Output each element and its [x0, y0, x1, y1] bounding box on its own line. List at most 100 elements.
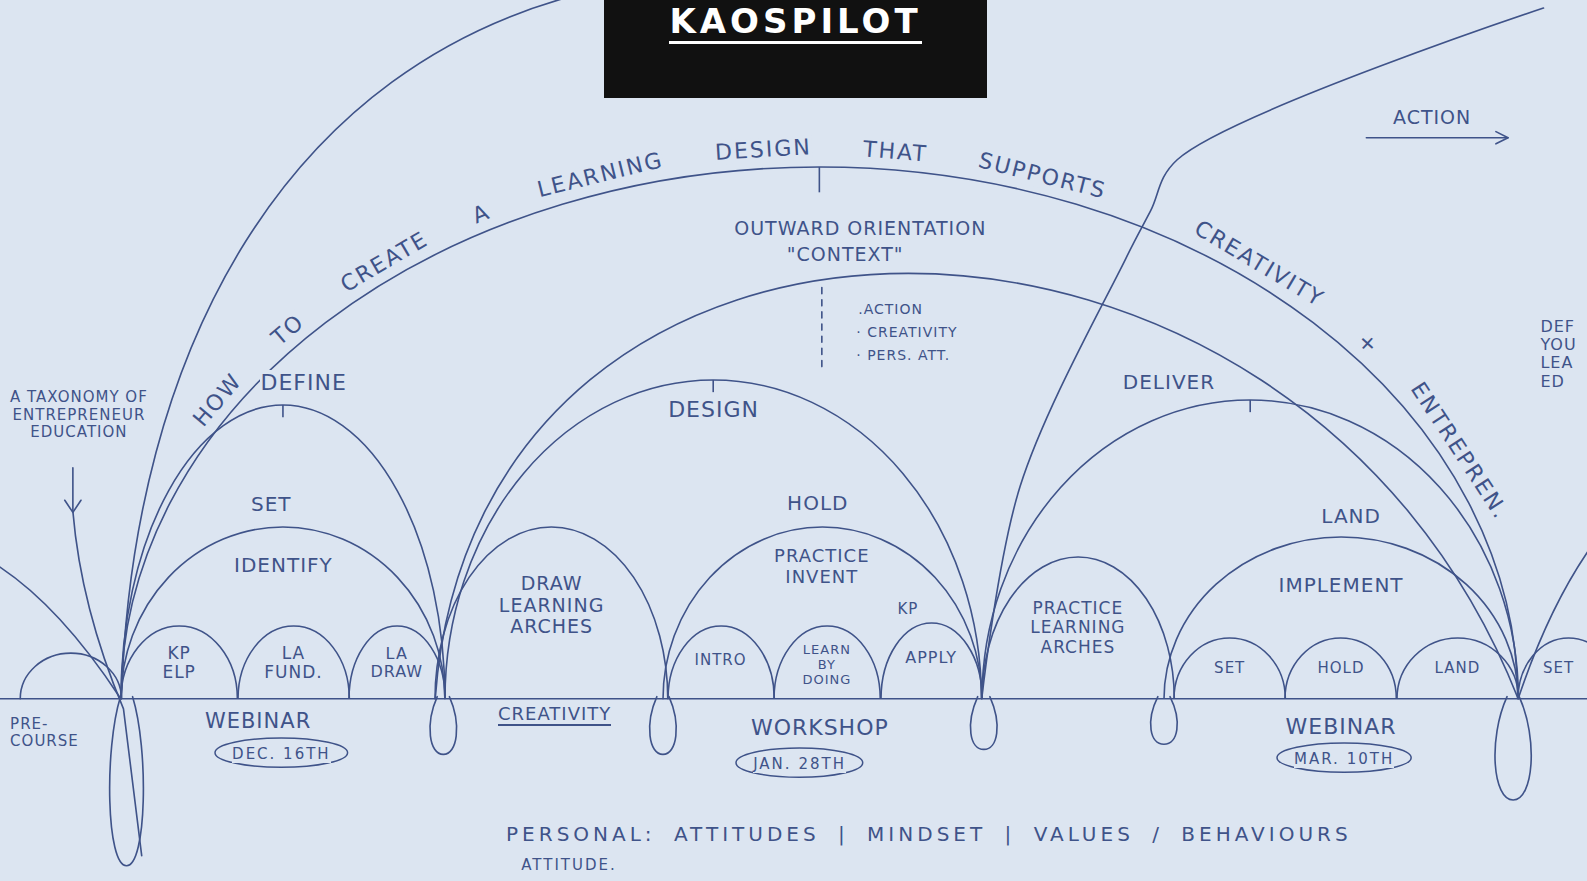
outgoing-arch [1518, 547, 1587, 699]
learning-arch: KP ELP [121, 626, 237, 699]
label-anchor: OUTWARD ORIENTATION [734, 218, 986, 240]
learning-arch: KP ELPLA FUND.LA DRAWSETIDENTIFYDEFINE [121, 405, 445, 699]
phase-name: PRE- COURSE [10, 716, 90, 751]
arch-label: PRACTICE INVENT [757, 546, 887, 587]
title-word: DESIGN [714, 136, 812, 166]
incoming-arch [0, 567, 119, 697]
label-anchor: PERSONAL: ATTITUDES | MINDSET | VALUES /… [506, 823, 1352, 846]
text-anchor: PRACTICE INVENT [757, 546, 887, 587]
bullet-item: .ACTION [858, 301, 923, 317]
learning-arch: HOLD [1285, 638, 1396, 699]
learning-arch: INTRO [668, 626, 774, 699]
arch-line [238, 626, 349, 699]
taxonomy-pointer [73, 468, 142, 856]
text-anchor: LEARN BY DOING [799, 643, 854, 688]
arch-line [435, 527, 668, 699]
arch-label: SET [1543, 660, 1574, 677]
session-name: WEBINAR [1286, 714, 1397, 739]
text-anchor: DELIVER [1123, 371, 1215, 394]
arch-label: DELIVER [1123, 371, 1215, 394]
context-note: "CONTEXT" [787, 244, 904, 266]
orientation-note: OUTWARD ORIENTATION [734, 218, 986, 240]
arch-line [982, 557, 1174, 699]
text-anchor: MAR. 10TH [1294, 749, 1394, 768]
arch-loop [430, 697, 457, 755]
oval-line [1277, 743, 1411, 772]
label-anchor: ATTITUDE. [521, 855, 617, 874]
learning-arch: LAND [1397, 638, 1518, 699]
text-anchor: JAN. 28TH [753, 754, 846, 773]
arch-line [774, 626, 880, 699]
arch-label: LA FUND. [259, 644, 329, 683]
learning-arch: SET [1174, 638, 1285, 699]
label-anchor: · CREATIVITY [856, 322, 957, 341]
arch-line [445, 380, 981, 699]
learning-arch: SETHOLDLANDLANDIMPLEMENT [1164, 537, 1518, 699]
next-phase-note: DEF YOU LEA ED [1540, 318, 1587, 392]
logo-box: KAOSPILOT [604, 0, 987, 98]
arch-line [121, 167, 1518, 699]
label-anchor: WEBINAR [205, 709, 311, 733]
date-oval: JAN. 28TH [735, 747, 864, 778]
title-word: LEARNING [535, 148, 666, 202]
title-word: A [469, 199, 494, 228]
arch-line [1518, 638, 1587, 699]
learning-arch: LA DRAW [349, 626, 445, 699]
learning-arch: PRACTICE LEARNING ARCHES [982, 557, 1174, 699]
title-word: + [1352, 329, 1383, 361]
title-word: ENTREPREN. [1406, 378, 1513, 524]
text-anchor: SET [1543, 658, 1574, 677]
text-anchor: DESIGN [668, 397, 759, 422]
arch-line [982, 400, 1518, 699]
taxonomy-arrowhead [65, 500, 81, 512]
text-anchor: LA FUND. [259, 644, 329, 683]
text-anchor: HOLD [787, 492, 848, 515]
arch-loop [1495, 697, 1531, 800]
arch-label: PRACTICE LEARNING ARCHES [1023, 599, 1133, 658]
label-anchor: ACTION [1393, 107, 1471, 129]
text-anchor: LAND [1321, 505, 1381, 528]
text-anchor: SET [251, 493, 292, 516]
date-text: MAR. 10TH [1294, 751, 1394, 768]
taxonomy-note: A TAXONOMY OF ENTREPRENEUR EDUCATION [9, 389, 149, 441]
arch-line [668, 626, 774, 699]
arch-loop [1151, 697, 1178, 745]
arch-tick [713, 380, 715, 392]
arch-line [1397, 638, 1518, 699]
arch-label: DEFINE [260, 370, 346, 395]
label-anchor: .ACTION [858, 299, 923, 318]
arch-label: LEARN BY DOING [799, 643, 854, 688]
date-oval: MAR. 10TH [1276, 742, 1412, 773]
action-note: ACTION [1393, 107, 1471, 129]
text-anchor: KP ELP [151, 644, 207, 683]
arch-label: IMPLEMENT [1279, 574, 1404, 597]
label-anchor: CREATIVITY [498, 704, 611, 727]
learning-arch: KPAPPLY [881, 623, 982, 699]
learning-arch: LA FUND. [238, 626, 349, 699]
learning-arch: DRAW LEARNING ARCHES INTRO LEARN BY DOING K… [445, 380, 981, 699]
arch-line [663, 527, 982, 699]
label-anchor: "CONTEXT" [787, 244, 904, 266]
date-text: JAN. 28TH [753, 756, 846, 773]
arch-label: LAND [1435, 660, 1481, 677]
text-anchor: HOLD [1318, 658, 1365, 677]
arch-line [349, 626, 445, 699]
title-word: CREATE [336, 227, 432, 297]
title-word: CREATIVITY [1190, 216, 1328, 312]
title-word: THAT [862, 137, 929, 166]
title-word: SUPPORTS [976, 148, 1109, 203]
title-word: HOW [189, 369, 247, 432]
arch-label: INTRO [695, 652, 747, 669]
arch-line [881, 623, 982, 699]
text-anchor: IDENTIFY [234, 554, 333, 577]
oval-line [215, 738, 348, 767]
arch-label: DRAW LEARNING ARCHES [487, 573, 617, 639]
text-anchor: APPLY [905, 648, 957, 667]
outer-arch [982, 8, 1544, 699]
arch-label: SET [1214, 660, 1245, 677]
text-anchor: PRACTICE LEARNING ARCHES [1023, 599, 1133, 658]
arch-tick [819, 167, 821, 192]
arch-line [121, 405, 445, 699]
date-text: DEC. 16TH [232, 746, 331, 763]
